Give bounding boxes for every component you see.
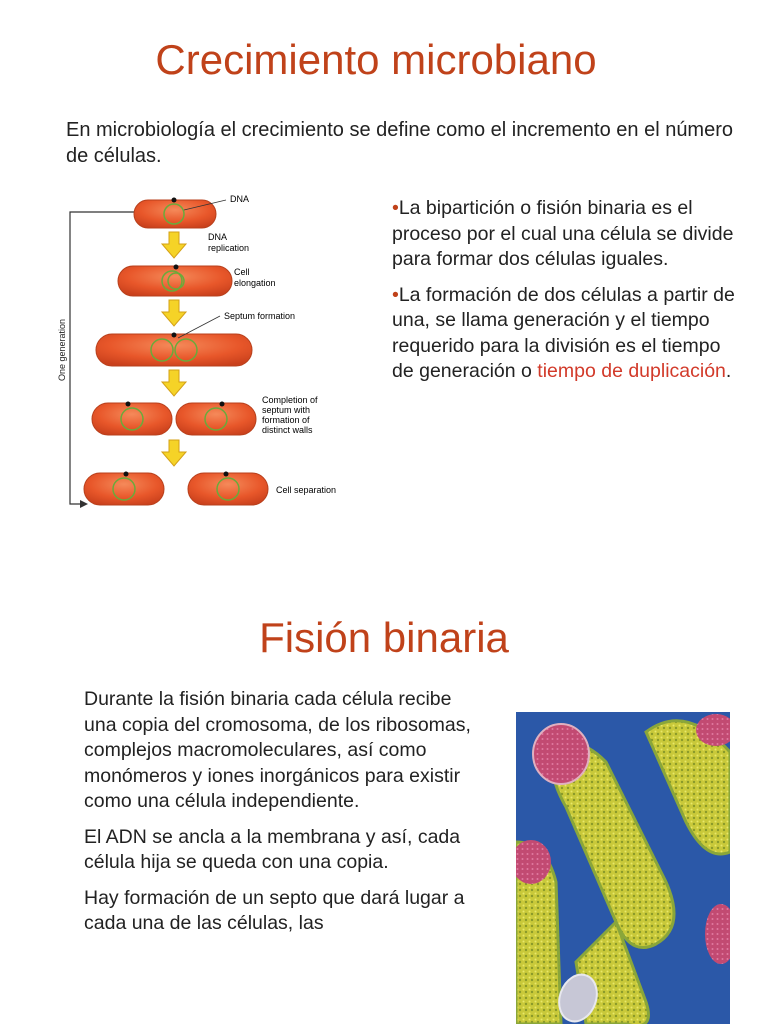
- completion-label-3: formation of: [262, 415, 310, 425]
- bullet-item-1: •La bipartición o fisión binaria es el p…: [392, 196, 742, 273]
- fission-text: Durante la fisión binaria cada célula re…: [84, 687, 489, 947]
- page-title: Crecimiento microbiano: [155, 36, 597, 83]
- dna-replication-label-2: replication: [208, 243, 249, 253]
- bullet-text: La bipartición o fisión binaria es el pr…: [392, 197, 734, 270]
- paragraph: El ADN se ancla a la membrana y así, cad…: [84, 825, 461, 874]
- nucleoid-4a: [120, 407, 144, 431]
- dna-dot-4a: [125, 401, 131, 407]
- completion-label-2: septum with: [262, 405, 310, 415]
- dna-dot-4b: [219, 401, 225, 407]
- section-title: Fisión binaria: [259, 614, 509, 661]
- nucleoid-4b: [204, 407, 228, 431]
- cell-separation-label: Cell separation: [276, 485, 336, 495]
- dna-leader: [183, 199, 227, 211]
- cell-2: [117, 265, 233, 297]
- intro-paragraph: En microbiología el crecimiento se defin…: [66, 119, 734, 167]
- cell-4b: [175, 402, 257, 436]
- bullet-marker: •: [392, 197, 399, 219]
- paragraph: Durante la fisión binaria cada célula re…: [84, 688, 471, 812]
- one-generation-label: One generation: [57, 319, 67, 381]
- completion-label-1: Completion of: [262, 395, 318, 405]
- generation-bracket: [69, 211, 134, 505]
- nucleoid-3b: [174, 338, 198, 362]
- nucleoid-3a: [150, 338, 174, 362]
- bracket-arrowhead: [80, 500, 88, 508]
- nucleoid-1: [163, 203, 185, 225]
- bullet-list: •La bipartición o fisión binaria es el p…: [392, 196, 742, 395]
- dna-dot-2: [173, 264, 179, 270]
- highlight-term: tiempo de duplicación: [537, 360, 726, 382]
- dna-dot-5b: [223, 471, 229, 477]
- paragraph: Hay formación de un septo que dará lugar…: [84, 886, 465, 935]
- septum-formation-label: Septum formation: [224, 311, 295, 321]
- arrow-3: [160, 369, 188, 397]
- cell-elongation-label-1: Cell: [234, 267, 250, 277]
- bullet-text: La formación de dos células a partir de …: [392, 283, 735, 383]
- nucleoid-2b: [167, 272, 185, 290]
- dna-replication-label-1: DNA: [208, 232, 227, 242]
- arrow-1: [160, 231, 188, 259]
- dna-dot-3: [171, 332, 177, 338]
- bullet-tail: .: [725, 360, 732, 382]
- bullet-marker: •: [392, 283, 399, 306]
- bacteria-micrograph: [516, 712, 730, 1024]
- nucleoid-5b: [216, 477, 240, 501]
- cell-3: [95, 333, 253, 367]
- cell-4a: [91, 402, 173, 436]
- septum-leader: [177, 315, 221, 339]
- dna-label: DNA: [230, 194, 249, 204]
- dna-dot-5a: [123, 471, 129, 477]
- arrow-4: [160, 439, 188, 467]
- nucleoid-2a: [161, 270, 183, 292]
- dna-dot-1: [171, 197, 177, 203]
- cell-elongation-label-2: elongation: [234, 278, 276, 288]
- nucleoid-5a: [112, 477, 136, 501]
- arrow-2: [160, 299, 188, 327]
- bullet-item-2: •La formación de dos células a partir de…: [392, 283, 742, 385]
- completion-label-4: distinct walls: [262, 425, 313, 435]
- binary-fission-diagram: One generation DNA DNA replication Cell …: [57, 194, 336, 508]
